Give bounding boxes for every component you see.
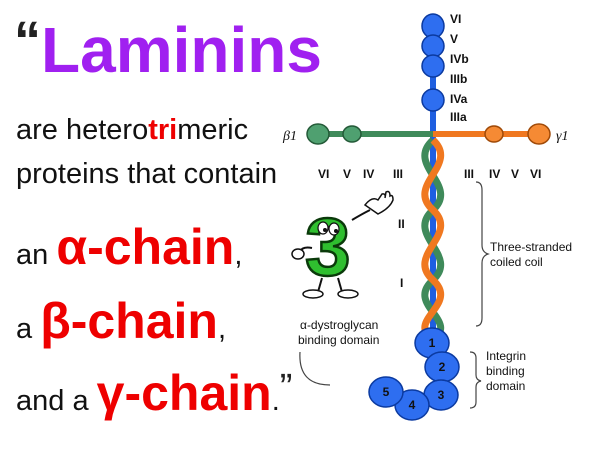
beta-globule	[342, 125, 362, 143]
body-line-4: a β-chain,	[16, 296, 226, 346]
integrin-label: domain	[486, 379, 525, 393]
alpha-globule	[421, 54, 445, 78]
mascot-arm	[351, 209, 371, 221]
right-arm-domain: III	[464, 167, 474, 181]
body-line-1: are heterotrimeric	[16, 116, 248, 145]
left-arm-domain: IV	[363, 167, 374, 181]
alpha-domain-label: IVb	[450, 52, 469, 66]
mascot-eye	[317, 221, 329, 235]
gamma-label: γ1	[556, 129, 569, 144]
alpha-domain-label: IIIb	[450, 72, 467, 86]
mascot-three: 3	[291, 190, 394, 299]
globule-number: 3	[438, 388, 445, 402]
globule-number: 5	[383, 385, 390, 399]
alpha-globule	[421, 88, 445, 112]
mascot-shoe-icon	[337, 289, 359, 299]
globule-number: 2	[439, 360, 446, 374]
beta-label: β1	[282, 129, 297, 144]
body-line-2: proteins that contain	[16, 158, 278, 190]
coil-domain-label: II	[398, 217, 405, 231]
alpha-domain-label: V	[450, 32, 458, 46]
dystroglycan-label: α-dystroglycan	[300, 318, 378, 332]
alpha-chain-text: α-chain	[56, 219, 235, 275]
right-arm-domain: V	[511, 167, 519, 181]
line1-text-a: are hetero	[16, 114, 149, 146]
gamma-globule	[484, 125, 504, 143]
line1-text-b: meric	[177, 114, 249, 146]
line3-comma: ,	[234, 239, 243, 271]
line4-comma: ,	[217, 313, 227, 345]
coil-domain-label: I	[400, 276, 403, 290]
line1-tri: tri	[148, 114, 178, 146]
mascot-eye	[328, 222, 340, 236]
dystroglycan-bracket	[299, 351, 331, 386]
open-quote: “	[14, 11, 41, 71]
beta-arm	[318, 131, 436, 137]
line5-period: .	[271, 385, 280, 417]
right-arm-domain: IV	[489, 167, 500, 181]
slide-title: Laminins	[41, 14, 322, 86]
gamma-chain-text: γ-chain	[96, 365, 272, 421]
right-arm-domain: VI	[530, 167, 541, 181]
mascot-pupil	[334, 229, 338, 233]
mascot-leg	[317, 277, 323, 293]
alpha-domain-label: VI	[450, 12, 461, 26]
alpha-domain-label: IVa	[450, 92, 468, 106]
globule-number: 4	[409, 398, 416, 412]
body-line-3: an α-chain,	[16, 222, 242, 272]
line5-text: and a	[16, 385, 97, 417]
integrin-label: Integrin	[486, 349, 526, 363]
globule-5	[368, 376, 404, 408]
beta-chain-text: β-chain	[40, 293, 218, 349]
mascot-hand-icon	[291, 248, 305, 260]
title-line: “Laminins	[14, 14, 322, 82]
close-quote: ”	[279, 367, 293, 409]
beta-globule	[306, 123, 330, 145]
left-arm-domain: V	[343, 167, 351, 181]
left-arm-domain: VI	[318, 167, 329, 181]
body-line-5: and a γ-chain.”	[16, 368, 292, 418]
integrin-label: binding	[486, 364, 525, 378]
dystroglycan-label: binding domain	[298, 333, 379, 347]
gamma-globule	[527, 123, 551, 145]
mascot-hand-icon	[363, 190, 394, 215]
mascot-leg	[337, 277, 343, 293]
mascot-pupil	[323, 228, 327, 232]
line4-text: a	[16, 313, 41, 345]
globule-number: 1	[429, 336, 436, 350]
alpha-domain-label: IIIa	[450, 110, 467, 124]
left-arm-domain: III	[393, 167, 403, 181]
alpha-c-terminal-globules	[368, 327, 460, 421]
integrin-bracket	[469, 351, 482, 409]
coiled-coil-label: Three-stranded	[490, 240, 572, 254]
coiled-coil-bracket	[475, 181, 490, 327]
mascot-shoe-icon	[302, 289, 324, 299]
coiled-coil-label: coiled coil	[490, 255, 543, 269]
gamma-coil-strand	[421, 137, 444, 343]
line3-text: an	[16, 239, 57, 271]
alpha-globule	[421, 34, 445, 58]
alpha-globules	[421, 13, 445, 112]
